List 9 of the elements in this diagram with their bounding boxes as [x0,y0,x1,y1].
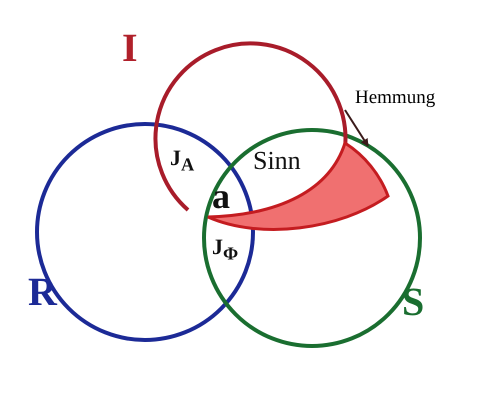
region-label: a [212,178,230,214]
ring-letter: S [402,282,424,322]
callout-label: Hemmung [355,88,436,107]
arrow [344,109,369,147]
region-label: Sinn [253,148,301,174]
shaded-region [206,142,390,231]
region-label: J$_{A}$ [170,147,194,174]
region-label: J$_{Φ}$ [212,236,238,263]
ring-letter: I [122,28,138,68]
